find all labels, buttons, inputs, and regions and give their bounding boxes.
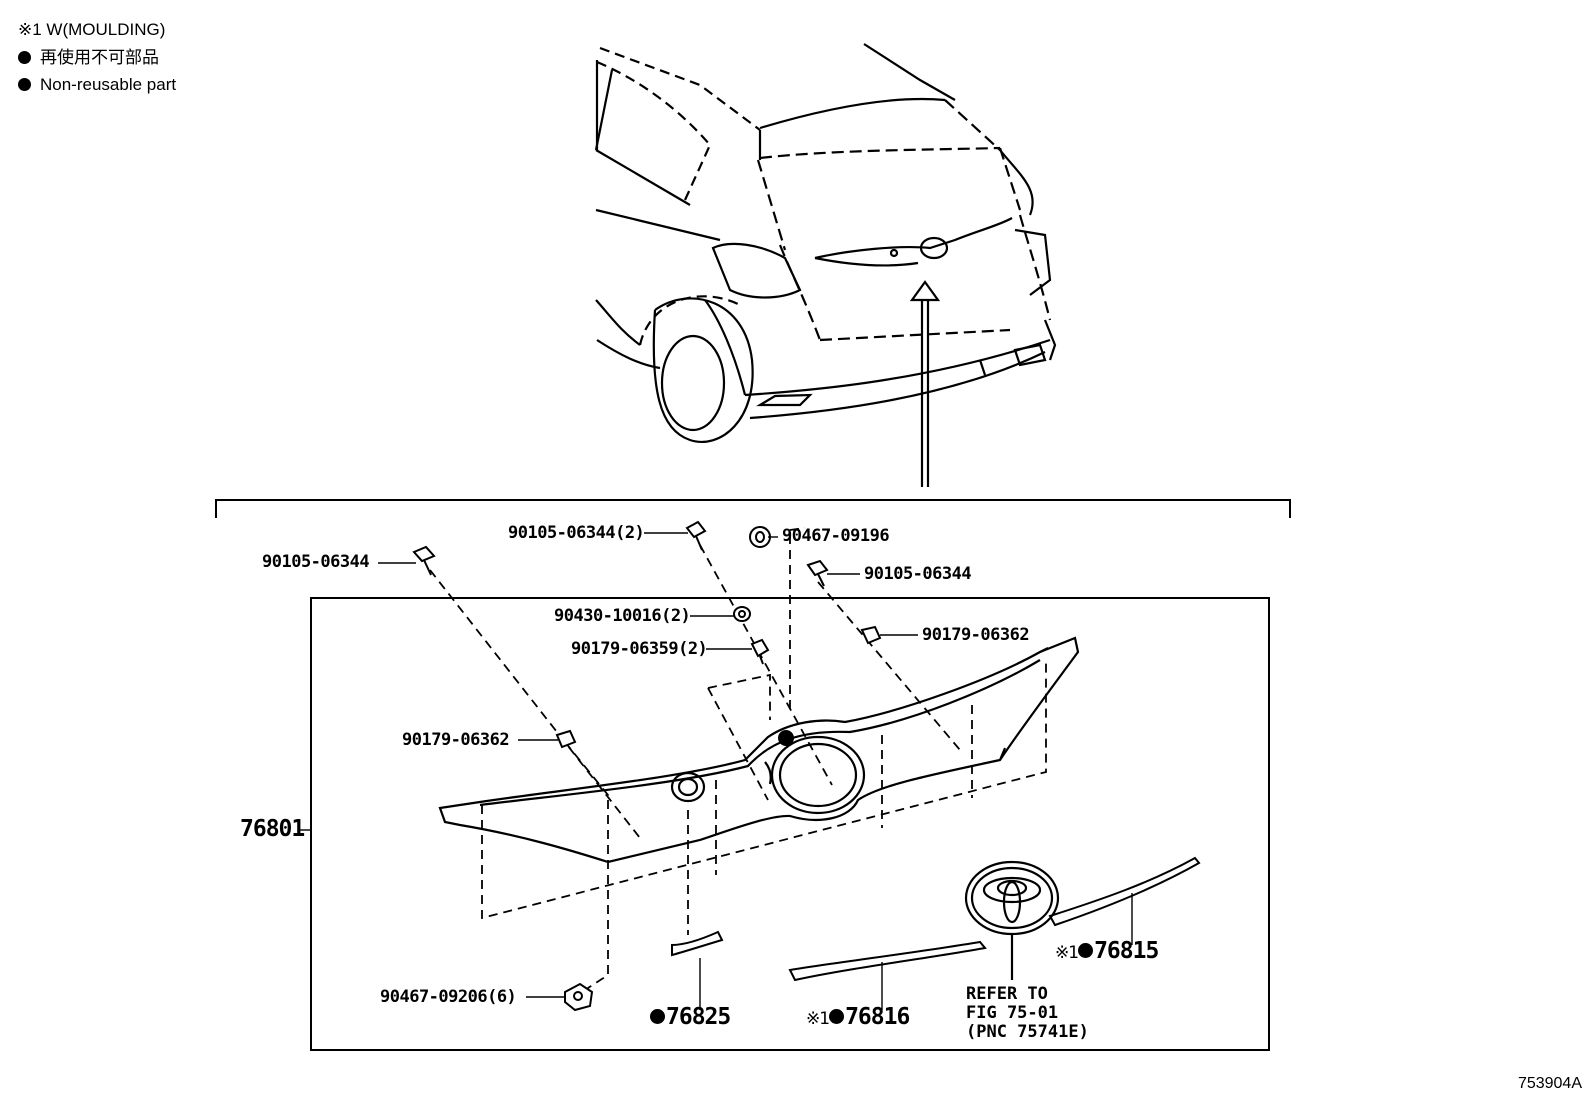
callout-garnish: 76801 bbox=[240, 816, 305, 842]
clip-icon bbox=[564, 982, 594, 1012]
nut-icon bbox=[555, 729, 577, 749]
legend-non-reusable-en: Non-reusable part bbox=[18, 75, 176, 95]
emblem bbox=[964, 860, 1060, 980]
emblem-reference-line3: (PNC 75741E) bbox=[966, 1022, 1089, 1042]
filled-circle-icon bbox=[829, 1009, 845, 1024]
group-bracket bbox=[215, 499, 1291, 518]
emblem-reference-line2: FIG 75-01 bbox=[966, 1003, 1059, 1023]
non-reusable-marker bbox=[778, 730, 794, 746]
nut-icon bbox=[860, 625, 882, 645]
callout-mark: ※1 bbox=[806, 1009, 830, 1029]
callout-nut-left: 90179-06362 bbox=[402, 730, 510, 750]
legend-note: ※1 W(MOULDING) bbox=[18, 20, 166, 39]
callout-moulding-upper-number: 76815 bbox=[1094, 938, 1159, 964]
legend-non-reusable-ja: 再使用不可部品 bbox=[18, 48, 159, 68]
callout-moulding-lower-number: 76816 bbox=[845, 1004, 910, 1030]
bolt-icon bbox=[412, 545, 436, 576]
nut-icon bbox=[750, 638, 770, 665]
leader-lines bbox=[300, 532, 1133, 1010]
emblem-reference-line1: REFER TO bbox=[966, 984, 1048, 1004]
figure-id: 753904A bbox=[1517, 1075, 1582, 1092]
moulding-upper bbox=[1048, 856, 1201, 927]
callout-bolt-right: 90105-06344 bbox=[864, 564, 972, 584]
callout-moulding-lower: ※1 76816 bbox=[806, 1004, 910, 1030]
callout-clip-bottom: 90467-09206(6) bbox=[380, 987, 517, 1007]
callout-nut-center: 90179-06359(2) bbox=[571, 639, 708, 659]
callout-bolt-center: 90105-06344(2) bbox=[508, 523, 645, 543]
bolt-icon bbox=[806, 559, 829, 587]
callout-nut-right: 90179-06362 bbox=[922, 625, 1030, 645]
filled-circle-icon bbox=[1078, 943, 1094, 958]
moulding-lower bbox=[788, 940, 987, 982]
bolt-icon bbox=[685, 520, 707, 551]
filled-circle-icon bbox=[650, 1009, 665, 1024]
callout-bolt-left: 90105-06344 bbox=[262, 552, 370, 572]
washer-icon bbox=[733, 606, 751, 622]
legend-text-ja: 再使用不可部品 bbox=[40, 48, 159, 67]
rear-garnish bbox=[438, 636, 1080, 864]
callout-moulding-upper: ※1 76815 bbox=[1055, 938, 1159, 964]
vehicle-rear-illustration bbox=[594, 43, 1057, 487]
cover-part bbox=[671, 930, 724, 957]
legend-text-en: Non-reusable part bbox=[40, 75, 177, 94]
install-guides bbox=[429, 527, 1047, 991]
fasteners bbox=[412, 520, 882, 1012]
filled-circle-icon bbox=[18, 78, 31, 91]
filled-circle-icon bbox=[18, 51, 31, 64]
callout-cover: 76825 bbox=[650, 1004, 731, 1030]
callout-mark: ※1 bbox=[1055, 943, 1079, 963]
callout-grommet-top: 90467-09196 bbox=[782, 526, 890, 546]
callout-cover-number: 76825 bbox=[666, 1004, 731, 1030]
callout-washer: 90430-10016(2) bbox=[554, 606, 691, 626]
grommet-icon bbox=[749, 526, 771, 548]
